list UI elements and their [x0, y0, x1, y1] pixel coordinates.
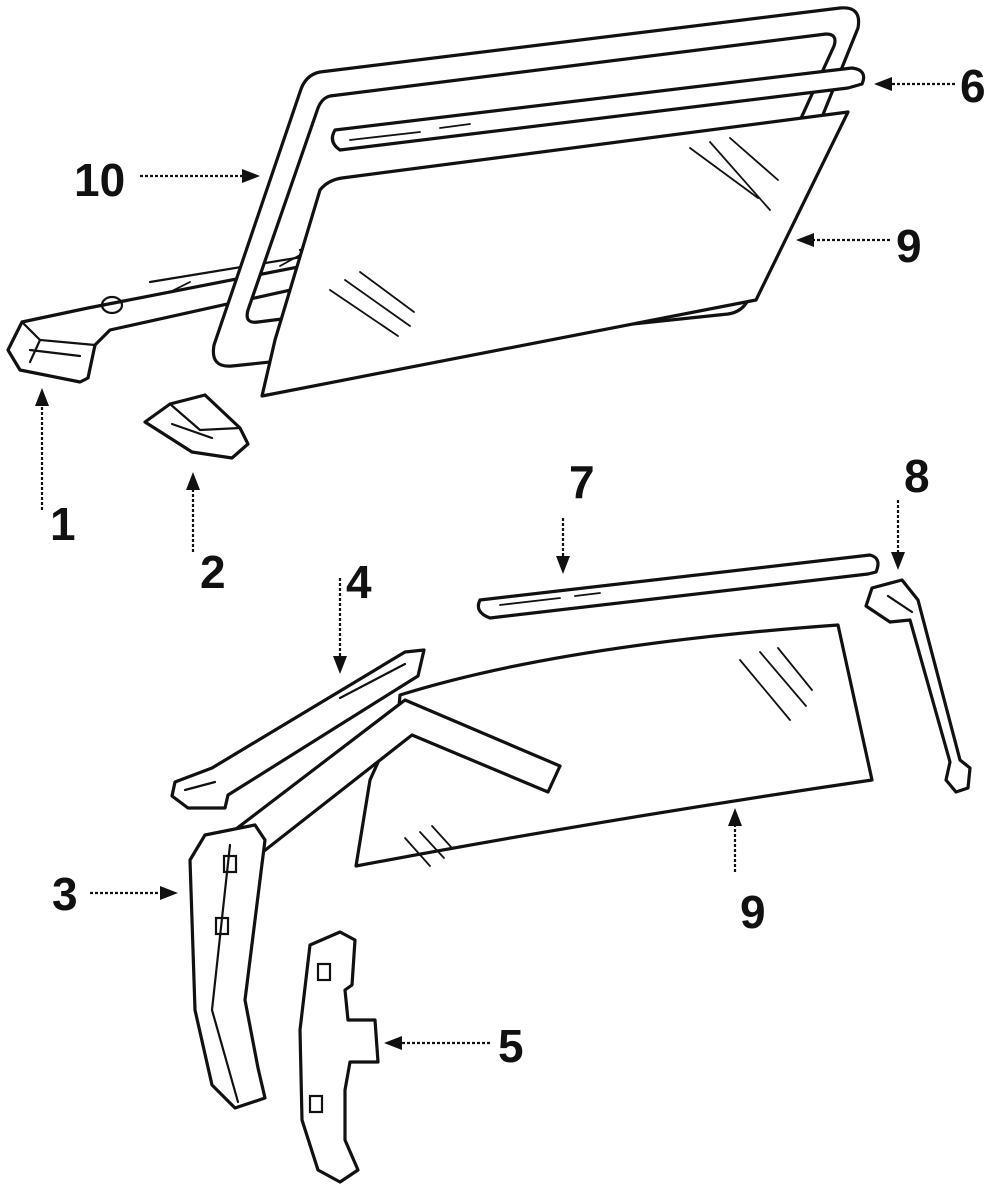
arrow-3 — [160, 886, 178, 900]
callout-3: 3 — [52, 868, 78, 920]
part-8-side-molding — [864, 578, 972, 794]
part-4-pillar-molding — [170, 648, 426, 810]
part-6-upper-molding — [330, 66, 866, 152]
callout-6: 6 — [960, 60, 986, 112]
part-9-windshield-glass — [260, 110, 850, 398]
callout-5: 5 — [498, 1020, 524, 1072]
callout-10: 10 — [74, 154, 125, 206]
callout-labels: 1 2 3 4 5 6 7 8 9 9 10 — [50, 60, 986, 1072]
arrow-7 — [556, 556, 570, 574]
part-5-lower-trim-panel — [298, 930, 380, 1184]
callout-8: 8 — [904, 450, 930, 502]
arrow-9-upper — [796, 233, 814, 247]
arrow-1 — [35, 388, 49, 406]
leader-lines — [35, 77, 955, 1050]
arrow-8 — [891, 552, 905, 570]
callout-2: 2 — [200, 546, 226, 598]
callout-9-lower: 9 — [740, 886, 766, 938]
part-9-back-glass — [354, 623, 874, 868]
arrow-10 — [242, 169, 260, 183]
arrow-5 — [384, 1036, 402, 1050]
callout-7: 7 — [569, 456, 595, 508]
part-2-bracket — [143, 393, 250, 460]
callout-9-upper: 9 — [896, 220, 922, 272]
part-7-lower-molding — [476, 553, 880, 620]
part-3-pillar-trim — [188, 823, 267, 1110]
callout-4: 4 — [346, 556, 372, 608]
callout-1: 1 — [50, 498, 76, 550]
arrow-6 — [874, 77, 892, 91]
arrow-4 — [333, 656, 347, 674]
arrow-9-lower — [728, 808, 742, 826]
arrow-2 — [186, 472, 200, 490]
